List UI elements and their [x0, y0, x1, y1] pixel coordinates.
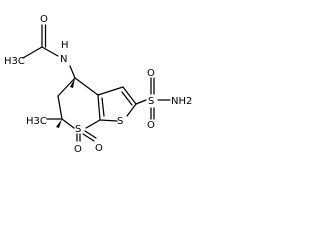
- bond-s7-c7a: [85, 119, 101, 129]
- bond-c3a-c3: [97, 86, 124, 96]
- label-methyl-ring: H3C: [26, 116, 47, 127]
- label-methyl-acetyl: H3C: [4, 56, 25, 67]
- bond-n-c4: [69, 65, 76, 79]
- bond-c3-c2: [122, 86, 137, 105]
- label-amide-nitrogen: N: [60, 54, 67, 65]
- bond-c7a-c3a-inner: [101, 97, 105, 117]
- bond-c4-c5: [57, 77, 76, 97]
- bond-sulfone-o-right-1: [82, 133, 95, 142]
- label-sulfone-oxygen-right: O: [95, 143, 103, 154]
- label-sulfonyl-oxygen-top: O: [147, 68, 155, 79]
- bond-c3-c2-inner: [121, 91, 133, 106]
- bond-c2-s-sulfonyl: [135, 99, 147, 105]
- label-thiophene-sulfur: S: [117, 116, 123, 127]
- wedge-c6-h: [56, 119, 62, 128]
- bond-c7a-c3a: [97, 94, 101, 121]
- label-sulfonyl-oxygen-bottom: O: [147, 120, 155, 131]
- bond-carbonyl-n: [41, 46, 59, 57]
- bond-c5-c6: [57, 95, 63, 120]
- label-sulfonyl-sulfur: S: [148, 96, 154, 107]
- bond-c2-s1: [126, 103, 137, 117]
- structure-drawing: H3C O N H S S O O NH2 H3C S O O: [0, 0, 198, 171]
- bond-c6-s7: [61, 118, 75, 129]
- label-sulfone-sulfur: S: [75, 124, 81, 135]
- bond-c3a-c4: [74, 77, 99, 96]
- bond-ch3-carbonyl: [22, 46, 43, 59]
- bond-sulfone-o-right-2: [84, 130, 97, 139]
- structure-svg: H3C O N H S S O O NH2 H3C S O O: [4, 14, 192, 155]
- label-carbonyl-oxygen: O: [40, 14, 48, 25]
- bond-s1-c7a: [99, 119, 118, 122]
- label-sulfone-oxygen-left: O: [74, 144, 82, 155]
- label-sulfonamide-nh2: NH2: [171, 96, 192, 107]
- wedge-c4-h: [70, 78, 75, 88]
- label-amide-hydrogen: H: [61, 40, 69, 51]
